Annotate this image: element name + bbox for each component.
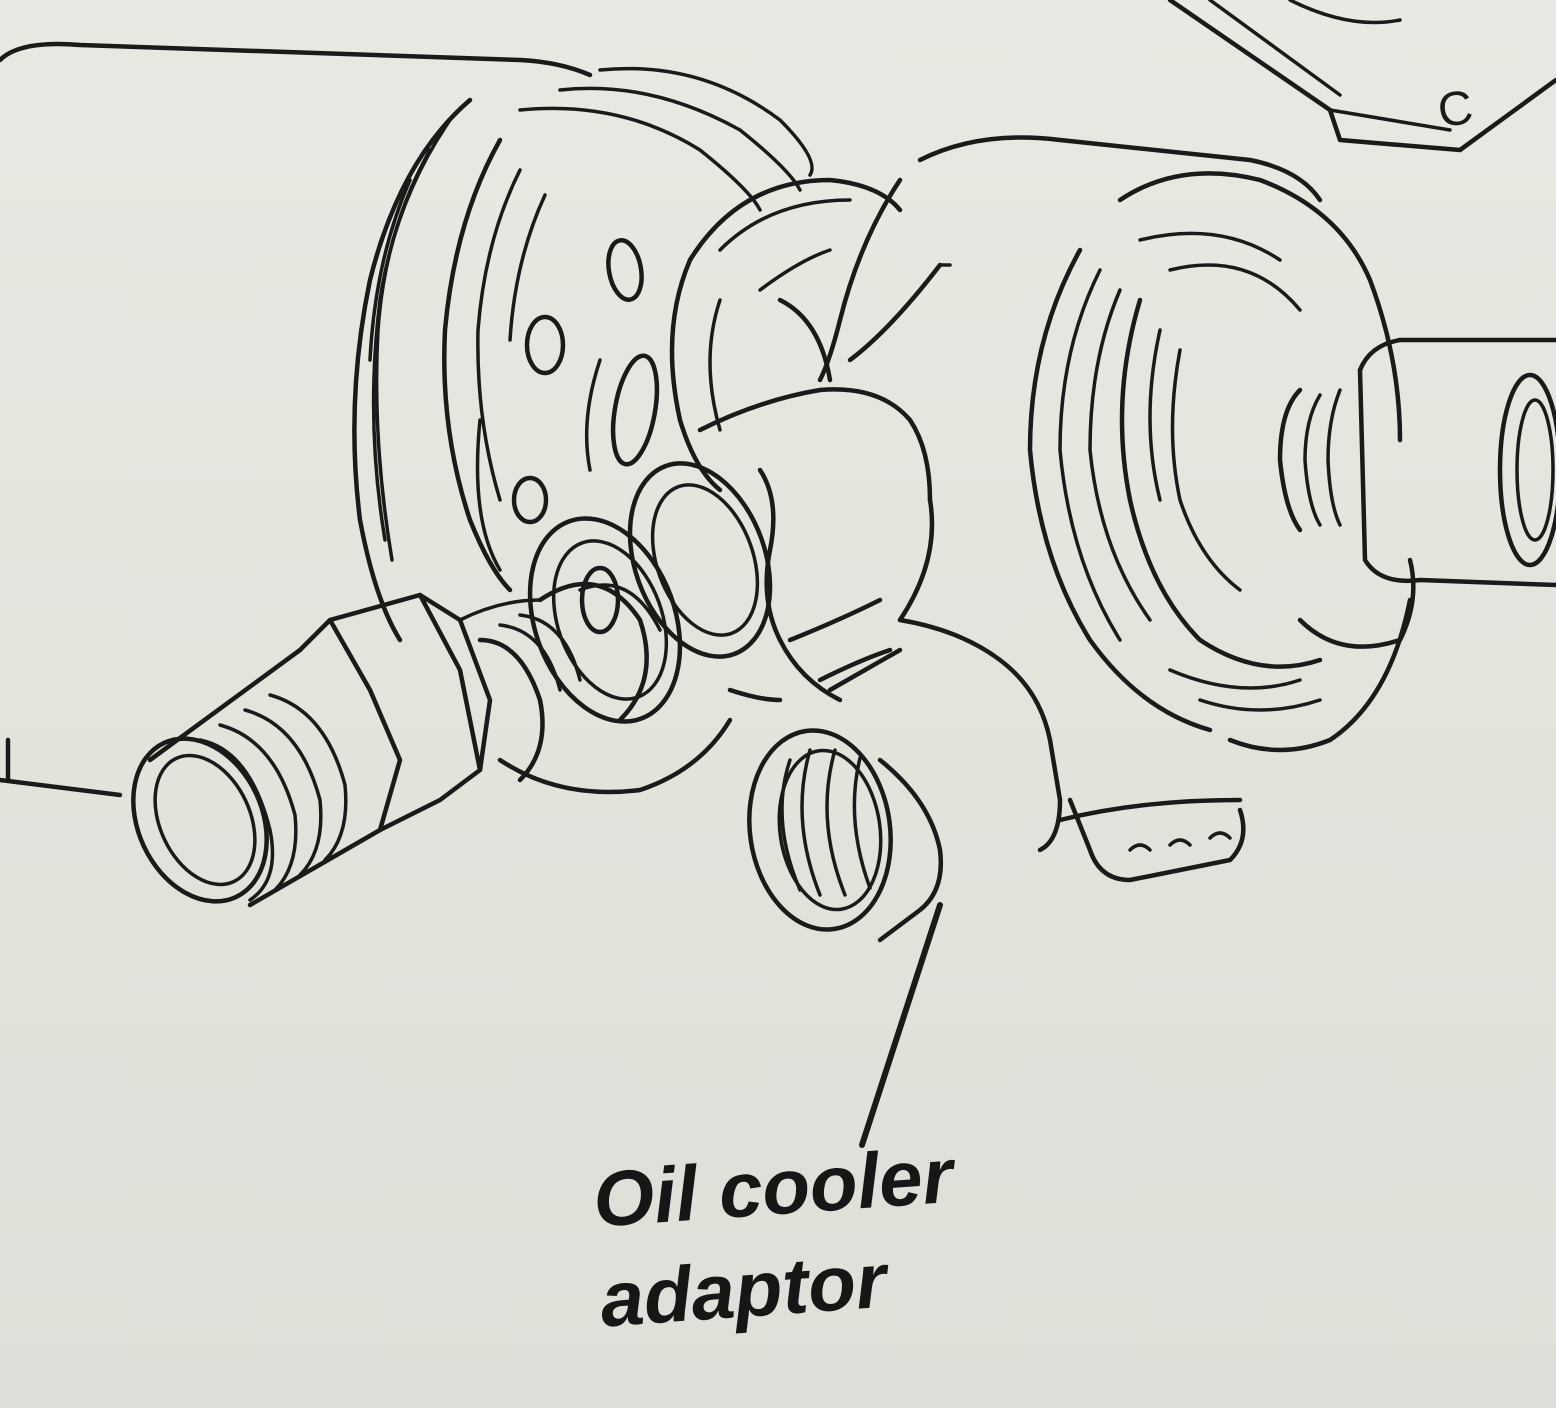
crush-washers [497, 461, 773, 795]
callout-leader-line [859, 902, 943, 1148]
mounting-flange-tabs [1057, 797, 1246, 883]
adaptor-side-port [747, 728, 943, 943]
oil-cooler-adaptor-callout: Oil cooler adaptor [590, 1114, 1123, 1350]
center-stud-right [1277, 337, 1556, 588]
corner-mark-c: C [1434, 80, 1477, 139]
oil-cooler-adaptor-body [697, 135, 1323, 853]
sealing-gasket-ring [669, 177, 903, 493]
oil-filter-canister [0, 41, 814, 643]
filter-base-plate [475, 238, 660, 635]
left-leader-line [0, 737, 123, 798]
top-right-bracket [1167, 0, 1556, 153]
adaptor-main-port [1027, 171, 1416, 753]
threaded-pipe-fitting [131, 581, 662, 908]
